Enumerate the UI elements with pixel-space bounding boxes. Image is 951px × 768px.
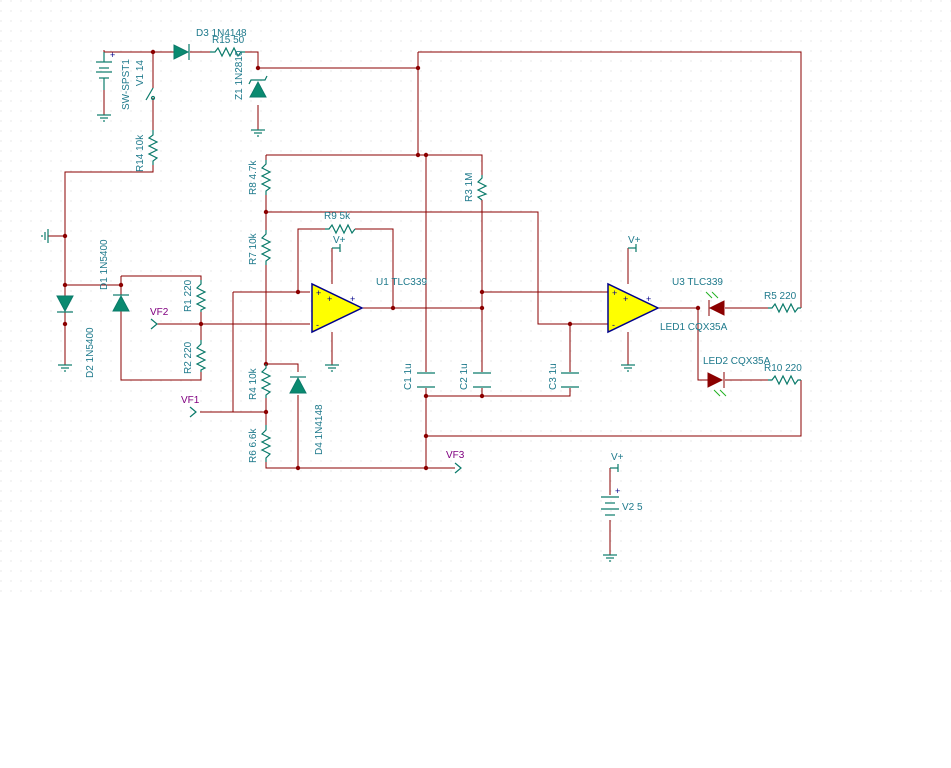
d2-diode[interactable] — [56, 295, 74, 313]
c3-capacitor[interactable] — [561, 372, 579, 388]
r3-resistor[interactable] — [476, 175, 488, 201]
v2-vplus-label: V+ — [611, 452, 624, 463]
d4-label: D4 1N4148 — [314, 404, 325, 455]
r14-label: R14 10k — [135, 134, 146, 172]
u1-out-plus: + — [350, 294, 355, 304]
r1-label: R1 220 — [183, 279, 194, 312]
u1-label: U1 TLC339 — [376, 277, 427, 288]
u1-supply-plus: + — [327, 294, 332, 304]
r9-label: R9 5k — [324, 211, 351, 222]
u1-plus-mark: + — [316, 288, 321, 298]
u1-vplus-label: V+ — [333, 235, 346, 246]
u1-minus-mark: - — [316, 320, 319, 330]
led2[interactable] — [707, 372, 727, 397]
vf2-label: VF2 — [150, 307, 169, 318]
vf3-label: VF3 — [446, 450, 465, 461]
r5-resistor[interactable] — [768, 302, 801, 314]
c1-label: C1 1u — [403, 363, 414, 390]
v1-battery[interactable]: + — [96, 50, 115, 90]
u3-vplus-terminal — [628, 244, 637, 252]
r5-label: R5 220 — [764, 291, 797, 302]
v2-plus-mark: + — [615, 486, 620, 496]
u3-out-plus: + — [646, 294, 651, 304]
u1-opamp[interactable]: + - + + — [311, 282, 364, 334]
r4-label: R4 10k — [248, 367, 259, 400]
sw-label: SW-SPST1 — [121, 59, 132, 110]
u3-minus-mark: - — [612, 320, 615, 330]
r1-resistor[interactable] — [195, 280, 207, 312]
r2-label: R2 220 — [183, 341, 194, 374]
c2-capacitor[interactable] — [473, 372, 491, 388]
led2-label: LED2 CQX35A — [703, 356, 771, 367]
c2-label: C2 1u — [459, 363, 470, 390]
sw-spst-switch[interactable] — [145, 87, 156, 101]
r3-label: R3 1M — [464, 173, 475, 202]
d2-label: D2 1N5400 — [85, 327, 96, 378]
vf1-probe[interactable] — [189, 406, 197, 418]
r14-resistor[interactable] — [147, 130, 159, 165]
r6-label: R6 6.6k — [248, 428, 259, 463]
d3-label: D3 1N4148 — [196, 28, 247, 39]
v1-plus-mark: + — [110, 50, 115, 60]
v1-label: V1 14 — [135, 60, 146, 87]
z1-zener[interactable] — [248, 75, 268, 98]
r7-label: R7 10k — [248, 232, 259, 265]
c3-label: C3 1u — [548, 363, 559, 390]
r10-label: R10 220 — [764, 363, 802, 374]
u3-label: U3 TLC339 — [672, 277, 723, 288]
r4-resistor[interactable] — [260, 364, 272, 398]
vf1-label: VF1 — [181, 395, 200, 406]
v2-label: V2 5 — [622, 502, 643, 513]
u3-plus-mark: + — [612, 288, 617, 298]
r9-resistor[interactable] — [325, 223, 356, 235]
u3-vplus-label: V+ — [628, 235, 641, 246]
v2-vplus-terminal — [610, 464, 619, 472]
r15-label: R15 50 — [212, 35, 245, 46]
r6-resistor[interactable] — [260, 425, 272, 462]
ground-symbols — [41, 114, 635, 562]
d1-label: D1 1N5400 — [99, 239, 110, 290]
junction-nodes — [62, 49, 701, 471]
led1-label: LED1 CQX35A — [660, 322, 728, 333]
u3-opamp[interactable]: + - + + — [607, 282, 660, 334]
r2-resistor[interactable] — [195, 340, 207, 372]
d4-diode[interactable] — [289, 376, 307, 394]
c1-capacitor[interactable] — [417, 372, 435, 388]
vf2-probe[interactable] — [150, 318, 158, 330]
vf3-probe[interactable] — [454, 462, 462, 474]
led1[interactable] — [705, 291, 725, 316]
r8-label: R8 4.7k — [248, 160, 259, 195]
v2-battery[interactable]: + — [601, 486, 620, 516]
r7-resistor[interactable] — [260, 230, 272, 265]
r15-resistor[interactable] — [210, 46, 245, 58]
d3-diode[interactable] — [173, 44, 190, 60]
u3-supply-plus: + — [623, 294, 628, 304]
r8-resistor[interactable] — [260, 160, 272, 195]
z1-label: Z1 1N2810 — [234, 50, 245, 100]
d1-diode[interactable] — [112, 294, 130, 312]
r10-resistor[interactable] — [768, 374, 801, 386]
u1-vplus-terminal — [332, 244, 341, 252]
grid-background — [0, 0, 951, 600]
